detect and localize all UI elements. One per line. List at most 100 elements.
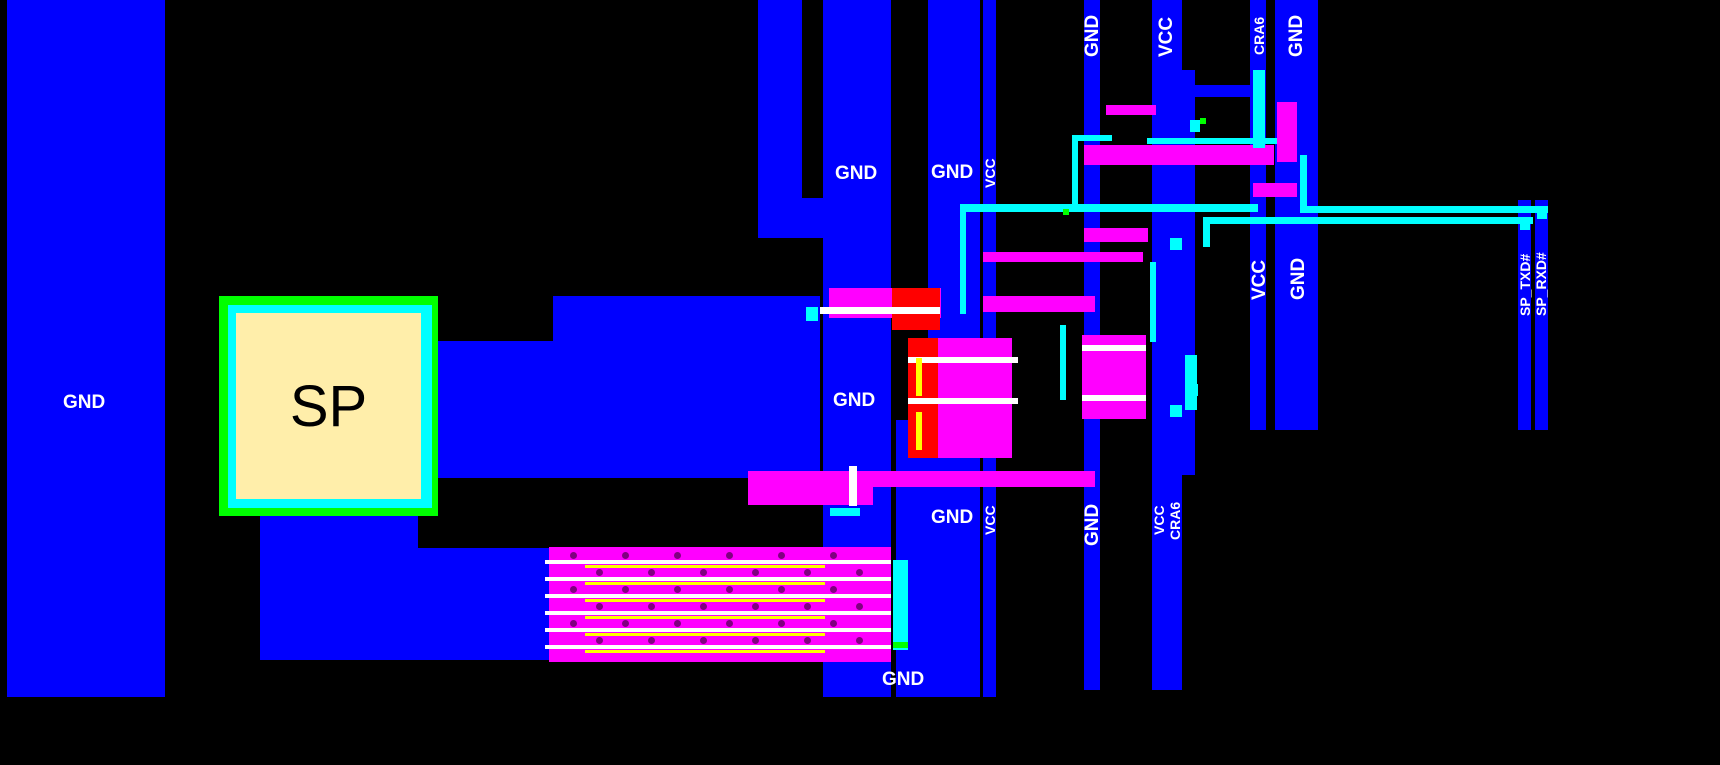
finger-yellow	[585, 633, 825, 636]
contact	[752, 637, 759, 644]
finger-yellow	[585, 582, 825, 585]
contact	[674, 552, 681, 559]
contact	[778, 620, 785, 627]
metal2-contact	[1170, 405, 1182, 417]
contact	[648, 569, 655, 576]
metal2-wire	[960, 204, 1258, 212]
contact	[830, 620, 837, 627]
finger-yellow	[585, 650, 825, 653]
overlap	[1082, 345, 1146, 351]
metal1-txd-rail	[1518, 200, 1531, 430]
contact	[570, 620, 577, 627]
contact	[700, 569, 707, 576]
net-label-gnd: GND	[835, 163, 878, 184]
metal2-wire	[1300, 155, 1307, 213]
metal2-wire	[1147, 138, 1277, 144]
contact	[674, 620, 681, 627]
contact	[596, 569, 603, 576]
net-label-gnd: GND	[1286, 14, 1307, 57]
net-label-gnd: GND	[931, 507, 974, 528]
poly-line	[1084, 145, 1274, 165]
metal1-cra6-rail	[1250, 0, 1266, 430]
contact	[700, 603, 707, 610]
metal2-wire	[1072, 135, 1078, 210]
contact	[648, 603, 655, 610]
contact	[622, 552, 629, 559]
net-label-vcc: VCC	[1151, 505, 1167, 535]
metal2-wire	[1253, 70, 1265, 148]
net-label-cra6: CRA6	[1167, 501, 1183, 540]
net-label-vcc: VCC	[1249, 259, 1270, 300]
poly-line	[1106, 105, 1156, 115]
metal2-wire	[1203, 217, 1210, 247]
poly-line	[985, 471, 1095, 487]
finger-yellow	[585, 616, 825, 619]
overlap	[1082, 395, 1146, 401]
metal2-wire	[1150, 262, 1156, 342]
net-label-gnd-left: GND	[63, 392, 106, 413]
finger-yellow	[585, 565, 825, 568]
metal2-contact	[1520, 218, 1530, 230]
net-label-vcc: VCC	[982, 505, 998, 535]
metal2-contact	[1190, 120, 1200, 132]
poly-line	[1277, 102, 1297, 162]
metal1-cra6-rail	[1168, 0, 1182, 690]
contact	[856, 603, 863, 610]
metal1-gnd-rail	[1275, 0, 1318, 430]
contact	[804, 603, 811, 610]
contact	[856, 637, 863, 644]
metal2-contact	[1188, 384, 1198, 396]
net-label-gnd: GND	[1082, 503, 1103, 546]
contact	[804, 569, 811, 576]
contact	[648, 637, 655, 644]
overlap-yellow	[916, 358, 922, 396]
via	[893, 642, 908, 648]
metal2-wire	[1185, 355, 1197, 410]
contact	[752, 603, 759, 610]
poly-line	[983, 252, 1143, 262]
net-label-gnd: GND	[931, 162, 974, 183]
metal2-contact	[1170, 238, 1182, 250]
contact	[622, 620, 629, 627]
contact	[830, 586, 837, 593]
metal1-strip	[1195, 85, 1250, 97]
poly-line	[1253, 183, 1297, 197]
contact	[752, 569, 759, 576]
finger-white	[545, 645, 891, 649]
finger-white	[545, 560, 891, 564]
contact	[778, 586, 785, 593]
contact	[726, 552, 733, 559]
metal1-plate	[438, 341, 820, 478]
finger-white	[545, 577, 891, 581]
overlap	[849, 466, 857, 506]
poly-strap	[1084, 228, 1148, 242]
metal1-strip	[802, 198, 823, 238]
net-label-sp-rxd: SP_RXD#	[1533, 252, 1549, 316]
metal1-strip	[758, 0, 802, 238]
contact	[570, 552, 577, 559]
contact	[674, 586, 681, 593]
poly-line	[873, 471, 993, 487]
metal1-strip	[896, 420, 928, 697]
contact	[726, 620, 733, 627]
contact	[596, 603, 603, 610]
sp-pad[interactable]: SP	[236, 313, 421, 499]
net-label-sp-txd: SP_TXD#	[1517, 253, 1533, 316]
metal2-wire	[1060, 325, 1066, 400]
finger-white	[545, 628, 891, 632]
metal2-contact	[806, 307, 818, 321]
net-label-gnd: GND	[1288, 257, 1309, 300]
metal1-plate	[418, 548, 550, 660]
metal2-wire	[960, 204, 966, 314]
poly-line	[983, 296, 1095, 312]
pad-label: SP	[289, 373, 368, 439]
metal1-gnd-rail	[7, 0, 165, 697]
contact	[596, 637, 603, 644]
metal2-wire	[1300, 206, 1548, 213]
finger-white	[545, 594, 891, 598]
overlap	[820, 307, 940, 314]
overlap	[908, 398, 1018, 404]
finger-yellow	[585, 599, 825, 602]
metal2-stack	[893, 560, 908, 650]
